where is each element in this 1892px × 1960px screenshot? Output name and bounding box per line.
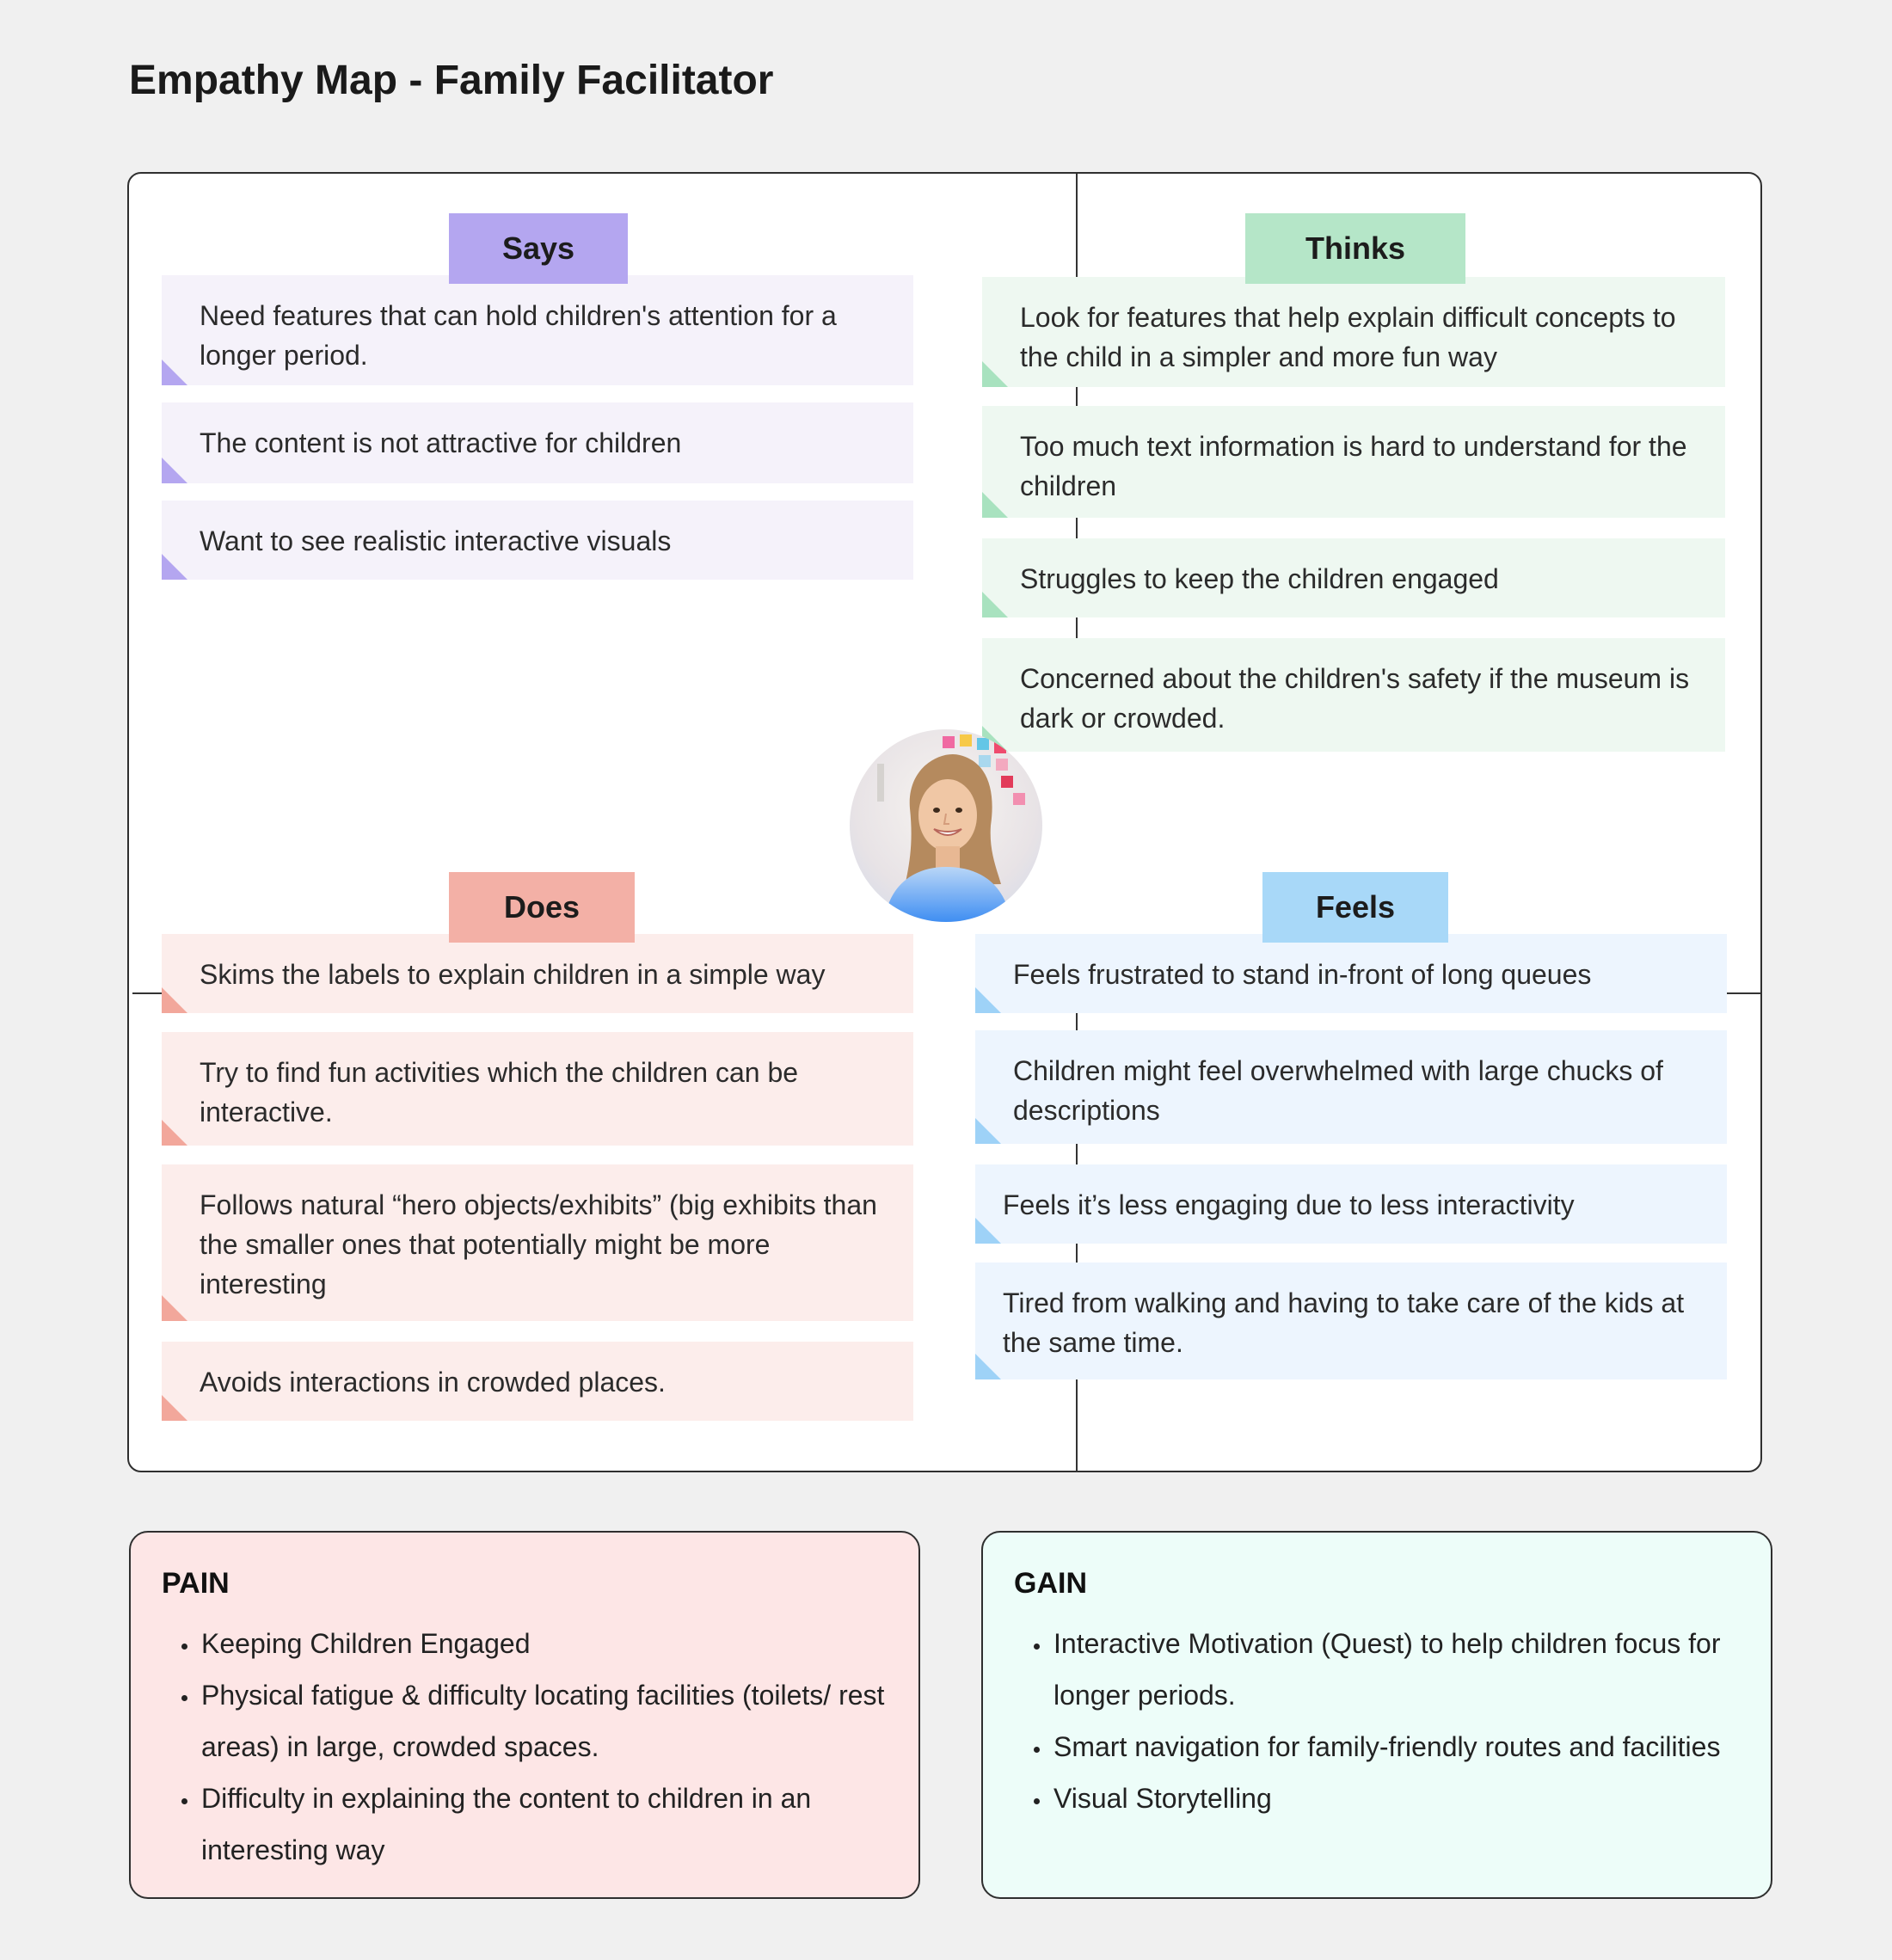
says-note-3[interactable]: Want to see realistic interactive visual… (162, 501, 913, 580)
note-text: Try to find fun activities which the chi… (200, 1057, 799, 1127)
feels-note-4[interactable]: Tired from walking and having to take ca… (975, 1263, 1727, 1379)
says-note-1[interactable]: Need features that can hold children's a… (162, 275, 913, 385)
note-text: Look for features that help explain diff… (1020, 302, 1676, 372)
gain-list: Interactive Motivation (Quest) to help c… (1014, 1618, 1740, 1824)
note-text: Concerned about the children's safety if… (1020, 663, 1690, 734)
gain-heading: GAIN (1014, 1567, 1087, 1600)
note-text: Want to see realistic interactive visual… (200, 525, 672, 556)
note-fold-icon (162, 554, 213, 580)
note-fold-icon (975, 1218, 1027, 1244)
note-text: Too much text information is hard to und… (1020, 431, 1687, 501)
pain-item: Physical fatigue & difficulty locating f… (200, 1669, 888, 1773)
pain-heading: PAIN (162, 1567, 230, 1600)
feels-label: Feels (1262, 872, 1448, 943)
note-fold-icon (162, 458, 213, 483)
page-title: Empathy Map - Family Facilitator (129, 58, 774, 103)
thinks-note-2[interactable]: Too much text information is hard to und… (982, 406, 1725, 518)
thinks-label: Thinks (1245, 213, 1465, 284)
note-fold-icon (975, 1118, 1027, 1144)
does-label: Does (449, 872, 635, 943)
gain-item: Smart navigation for family-friendly rou… (1052, 1721, 1740, 1773)
note-text: Tired from walking and having to take ca… (1003, 1287, 1685, 1358)
note-fold-icon (162, 987, 213, 1013)
empathy-map-board: Says Need features that can hold childre… (127, 172, 1762, 1472)
feels-note-2[interactable]: Children might feel overwhelmed with lar… (975, 1030, 1727, 1144)
note-text: Feels frustrated to stand in-front of lo… (1013, 959, 1592, 990)
thinks-note-1[interactable]: Look for features that help explain diff… (982, 277, 1725, 387)
note-text: The content is not attractive for childr… (200, 427, 682, 458)
pain-item: Difficulty in explaining the content to … (200, 1773, 888, 1876)
note-text: Follows natural “hero objects/exhibits” … (200, 1189, 877, 1299)
note-fold-icon (982, 492, 1034, 518)
note-text: Need features that can hold children's a… (200, 300, 837, 371)
note-text: Children might feel overwhelmed with lar… (1013, 1055, 1663, 1126)
note-fold-icon (982, 592, 1034, 617)
does-note-1[interactable]: Skims the labels to explain children in … (162, 934, 913, 1013)
pain-list: Keeping Children Engaged Physical fatigu… (162, 1618, 888, 1876)
pain-item: Keeping Children Engaged (200, 1618, 888, 1669)
feels-note-3[interactable]: Feels it’s less engaging due to less int… (975, 1164, 1727, 1244)
note-text: Skims the labels to explain children in … (200, 959, 826, 990)
does-note-4[interactable]: Avoids interactions in crowded places. (162, 1342, 913, 1421)
note-fold-icon (975, 987, 1027, 1013)
note-text: Avoids interactions in crowded places. (200, 1367, 666, 1398)
note-text: Struggles to keep the children engaged (1020, 563, 1499, 594)
gain-item: Interactive Motivation (Quest) to help c… (1052, 1618, 1740, 1721)
feels-note-1[interactable]: Feels frustrated to stand in-front of lo… (975, 934, 1727, 1013)
note-fold-icon (982, 361, 1034, 387)
note-fold-icon (162, 359, 213, 385)
says-note-2[interactable]: The content is not attractive for childr… (162, 402, 913, 483)
does-note-3[interactable]: Follows natural “hero objects/exhibits” … (162, 1164, 913, 1321)
note-fold-icon (162, 1120, 213, 1146)
says-label: Says (449, 213, 628, 284)
does-note-2[interactable]: Try to find fun activities which the chi… (162, 1032, 913, 1146)
note-fold-icon (162, 1395, 213, 1421)
persona-photo-icon (877, 734, 1025, 922)
note-text: Feels it’s less engaging due to less int… (1003, 1189, 1575, 1220)
note-fold-icon (162, 1295, 213, 1321)
note-fold-icon (975, 1354, 1027, 1379)
gain-item: Visual Storytelling (1052, 1773, 1740, 1824)
pain-panel: PAIN Keeping Children Engaged Physical f… (129, 1531, 920, 1899)
persona-avatar (850, 729, 1042, 922)
thinks-note-4[interactable]: Concerned about the children's safety if… (982, 638, 1725, 752)
gain-panel: GAIN Interactive Motivation (Quest) to h… (981, 1531, 1772, 1899)
thinks-note-3[interactable]: Struggles to keep the children engaged (982, 538, 1725, 617)
